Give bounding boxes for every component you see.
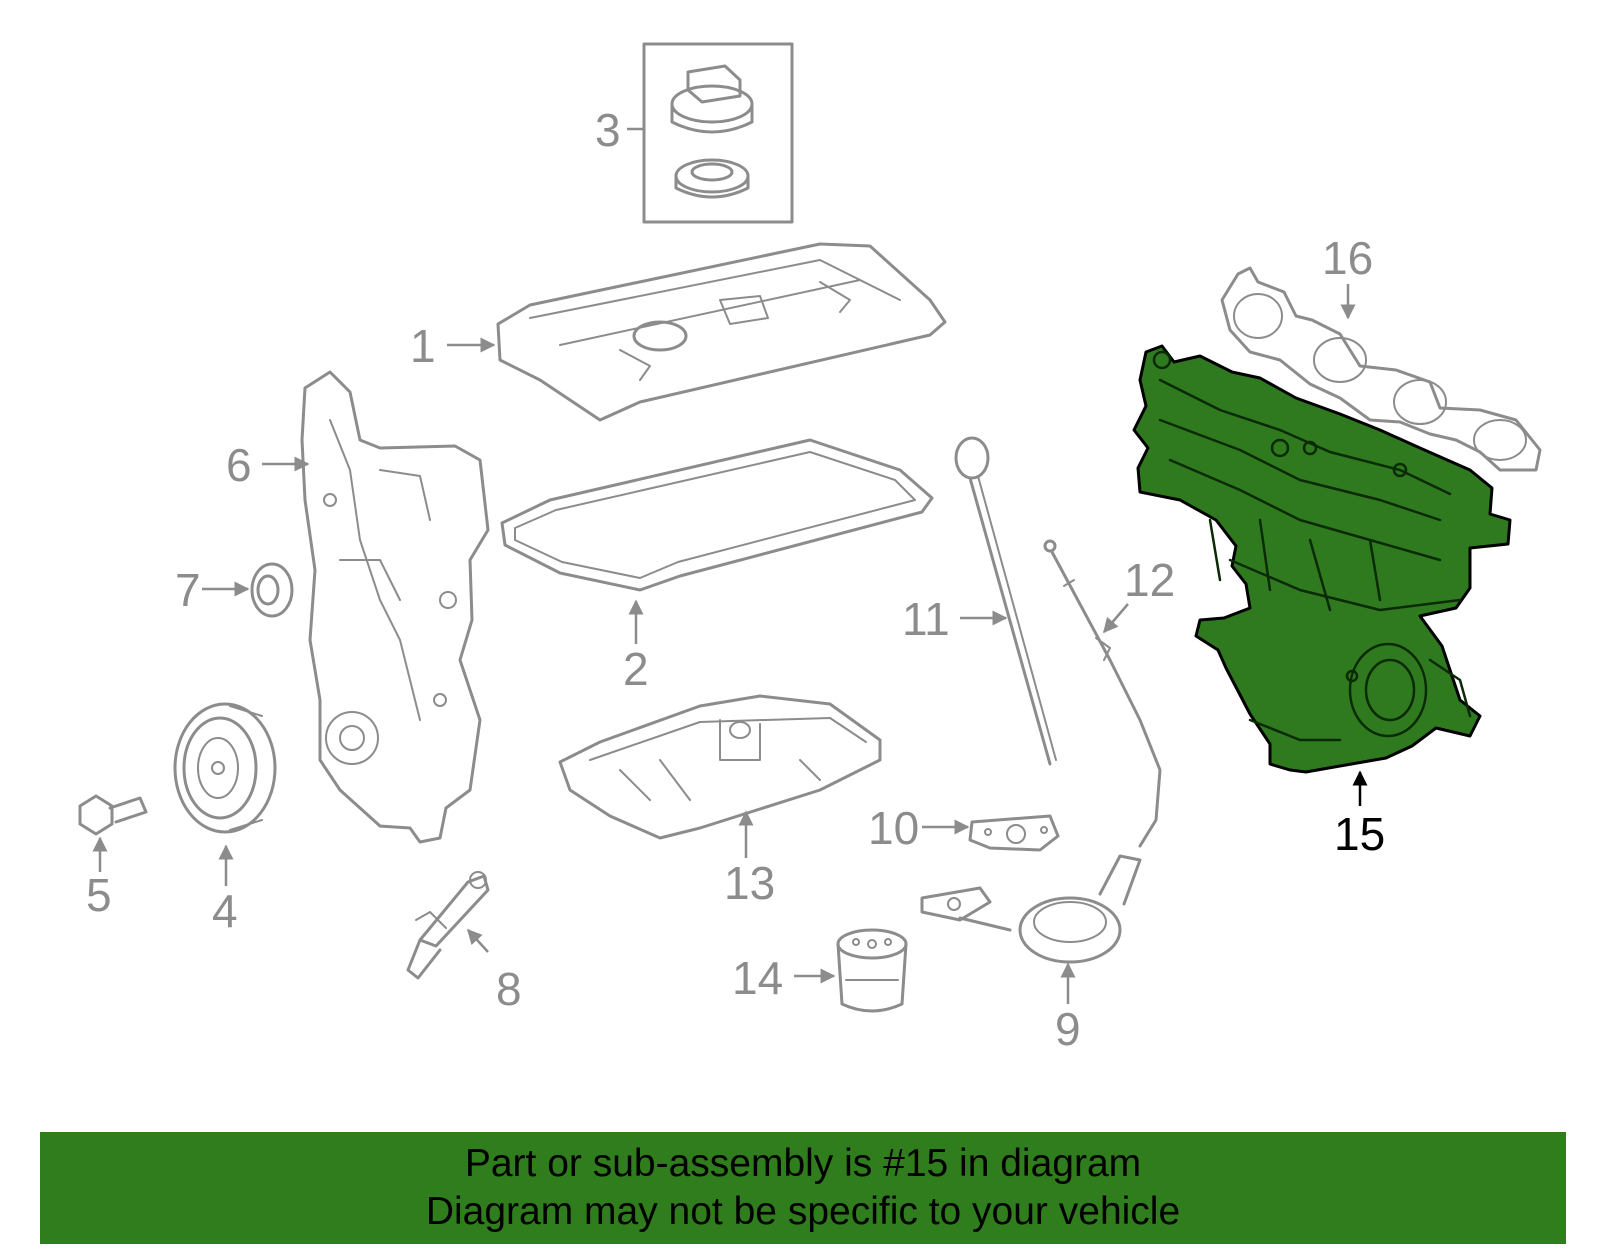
info-banner: Part or sub-assembly is #15 in diagram D… (40, 1132, 1566, 1244)
part-11-dipstick[interactable] (954, 436, 1057, 766)
part-16-intake-gasket[interactable] (1220, 266, 1542, 472)
callout-11: 11 (902, 593, 950, 645)
callout-14: 14 (732, 952, 783, 1004)
leader-12 (1103, 603, 1129, 634)
callout-7: 7 (175, 564, 201, 616)
callout-5: 5 (86, 869, 112, 921)
banner-line-2: Diagram may not be specific to your vehi… (425, 1190, 1181, 1233)
callout-10: 10 (868, 802, 919, 854)
callout-8: 8 (496, 963, 522, 1015)
part-13-oil-pan[interactable] (558, 694, 882, 840)
part-15-intake-manifold[interactable] (1132, 344, 1512, 774)
part-10-strainer-gasket[interactable] (968, 814, 1060, 852)
callout-6: 6 (226, 439, 252, 491)
part-9-oil-strainer[interactable] (920, 854, 1142, 964)
callout-3: 3 (595, 104, 621, 156)
callout-15: 15 (1334, 808, 1385, 860)
callout-9: 9 (1055, 1003, 1081, 1055)
part-2-valve-cover-gasket[interactable] (500, 438, 934, 592)
callout-13: 13 (724, 857, 775, 909)
callout-12: 12 (1124, 554, 1175, 606)
banner-line-1: Part or sub-assembly is #15 in diagram (464, 1142, 1142, 1185)
part-12-dipstick-tube[interactable] (1043, 539, 1162, 848)
callout-2: 2 (623, 643, 649, 695)
callout-4: 4 (212, 885, 238, 937)
part-7-crankshaft-seal[interactable] (250, 562, 294, 618)
part-8-sensor[interactable] (406, 871, 490, 980)
part-5-pulley-bolt[interactable] (78, 794, 148, 836)
callout-16: 16 (1322, 232, 1373, 284)
part-14-oil-filter[interactable] (836, 928, 908, 1013)
part-1-valve-cover[interactable] (496, 242, 947, 422)
part-3-oil-filler-cap[interactable] (642, 42, 794, 224)
part-4-crank-pulley[interactable] (173, 702, 277, 834)
leader-8 (466, 928, 489, 953)
part-6-timing-cover[interactable] (300, 370, 490, 844)
callout-1: 1 (410, 320, 436, 372)
